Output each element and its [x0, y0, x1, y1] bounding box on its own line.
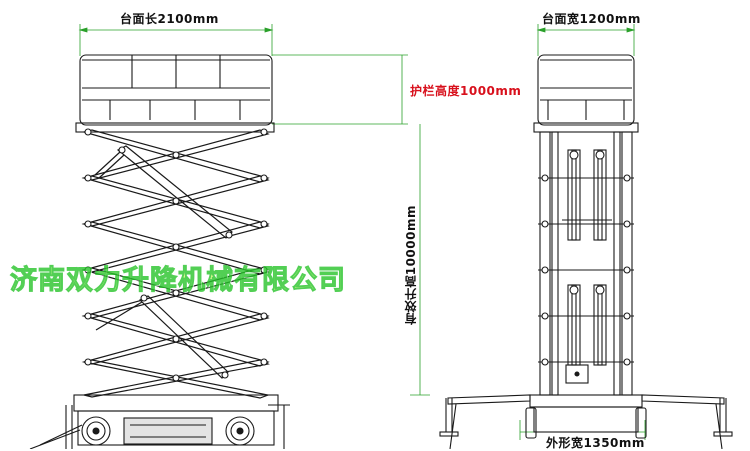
platform-width-label: 台面宽1200mm: [542, 12, 641, 26]
pin-joints-front: [541, 174, 631, 366]
guardrail-front: [537, 54, 635, 126]
guardrail-height-label: 护栏高度1000mm: [410, 84, 522, 98]
wheels-side: [81, 416, 255, 446]
company-watermark: 济南双力升降机械有限公司: [10, 265, 346, 297]
platform-length-label: 台面长2100mm: [120, 12, 219, 26]
front-view: [439, 54, 733, 449]
chassis-side: [29, 394, 290, 449]
platform-deck-side: [75, 122, 275, 133]
side-view: [29, 54, 290, 449]
scissor-columns-front: [539, 131, 633, 396]
cross-members-front: [538, 177, 634, 363]
outriggers-front: [439, 394, 733, 449]
overall-width-label: 外形宽1350mm: [546, 436, 645, 450]
wheels-front: [525, 407, 647, 439]
lift-height-label: 有效升高10000mm: [404, 205, 418, 326]
guardrail-side: [79, 54, 273, 126]
platform-deck-front: [533, 122, 639, 133]
pin-joints-side: [84, 128, 268, 382]
dimension-lines: [78, 24, 646, 440]
hydraulic-cylinders-front: [562, 149, 612, 384]
